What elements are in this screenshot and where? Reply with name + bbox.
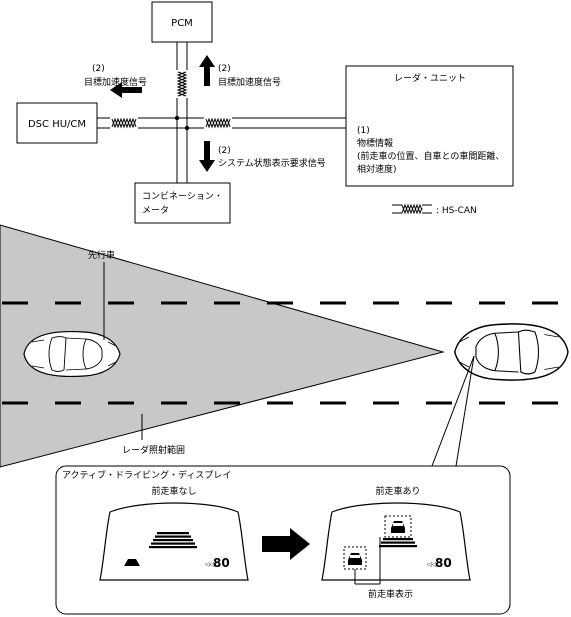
signal-target-accel-right: 目標加速度信号 xyxy=(218,76,281,88)
speed-right: 80 xyxy=(435,556,452,570)
object-info-title: 物標情報 xyxy=(357,137,393,149)
twisted-pair-icon xyxy=(110,70,232,134)
legend: : HS-CAN xyxy=(392,201,477,217)
car-icon xyxy=(23,330,121,378)
display-screen-with-vehicle: ◁◁ 80 xyxy=(321,502,471,581)
display-title: アクティブ・ドライビング・ディスプレイ xyxy=(62,469,231,481)
signal-status-num: (2) xyxy=(218,146,231,156)
svg-text:◁◁: ◁◁ xyxy=(205,561,215,568)
combination-meter-line2: メータ xyxy=(142,205,169,216)
object-info-line2: 相対速度) xyxy=(357,163,397,175)
arrow-icon xyxy=(262,528,310,560)
speed-left: 80 xyxy=(213,556,230,570)
svg-text:◁◁: ◁◁ xyxy=(427,561,437,568)
preceding-vehicle-label: 先行車 xyxy=(88,249,115,261)
combination-meter-box xyxy=(134,182,231,224)
signal-target-accel-right-num: (2) xyxy=(218,64,231,74)
road-scene: 先行車 レーダ照射範囲 xyxy=(0,224,569,468)
car-icon xyxy=(348,553,362,565)
vehicle-display-label: 前走車表示 xyxy=(368,588,413,600)
radar-unit-label: レーダ・ユニット xyxy=(394,72,466,84)
legend-label: : HS-CAN xyxy=(436,206,477,216)
pcm-box xyxy=(151,1,213,43)
radar-range-label: レーダ照射範囲 xyxy=(122,444,185,456)
dsc-box xyxy=(16,102,98,144)
no-vehicle-label: 前走車なし xyxy=(151,485,196,497)
dsc-label: DSC HU/CM xyxy=(28,119,86,130)
radar-unit-box xyxy=(345,65,514,187)
radar-range-area xyxy=(0,224,445,468)
with-vehicle-label: 前走車あり xyxy=(375,485,420,497)
system-wiring: PCM DSC HU/CM レーダ・ユニット (1) 物標情報 (前走車の位置、… xyxy=(16,1,514,224)
combination-meter-line1: コンビネーション・ xyxy=(142,191,223,202)
pcm-label: PCM xyxy=(171,18,193,29)
display-screen-no-vehicle: ◁◁ 80 xyxy=(99,502,249,581)
signal-target-accel-left: 目標加速度信号 xyxy=(84,76,147,88)
arrow-icon xyxy=(110,55,215,172)
active-driving-display: アクティブ・ドライビング・ディスプレイ 前走車なし 前走車あり ◁◁ 80 xyxy=(55,465,511,615)
object-info-num: (1) xyxy=(357,126,370,136)
object-info-line1: (前走車の位置、自車との車間距離、 xyxy=(357,150,504,162)
signal-target-accel-left-num: (2) xyxy=(92,64,105,74)
car-icon xyxy=(391,521,405,533)
signal-status: システム状態表示要求信号 xyxy=(218,157,326,169)
